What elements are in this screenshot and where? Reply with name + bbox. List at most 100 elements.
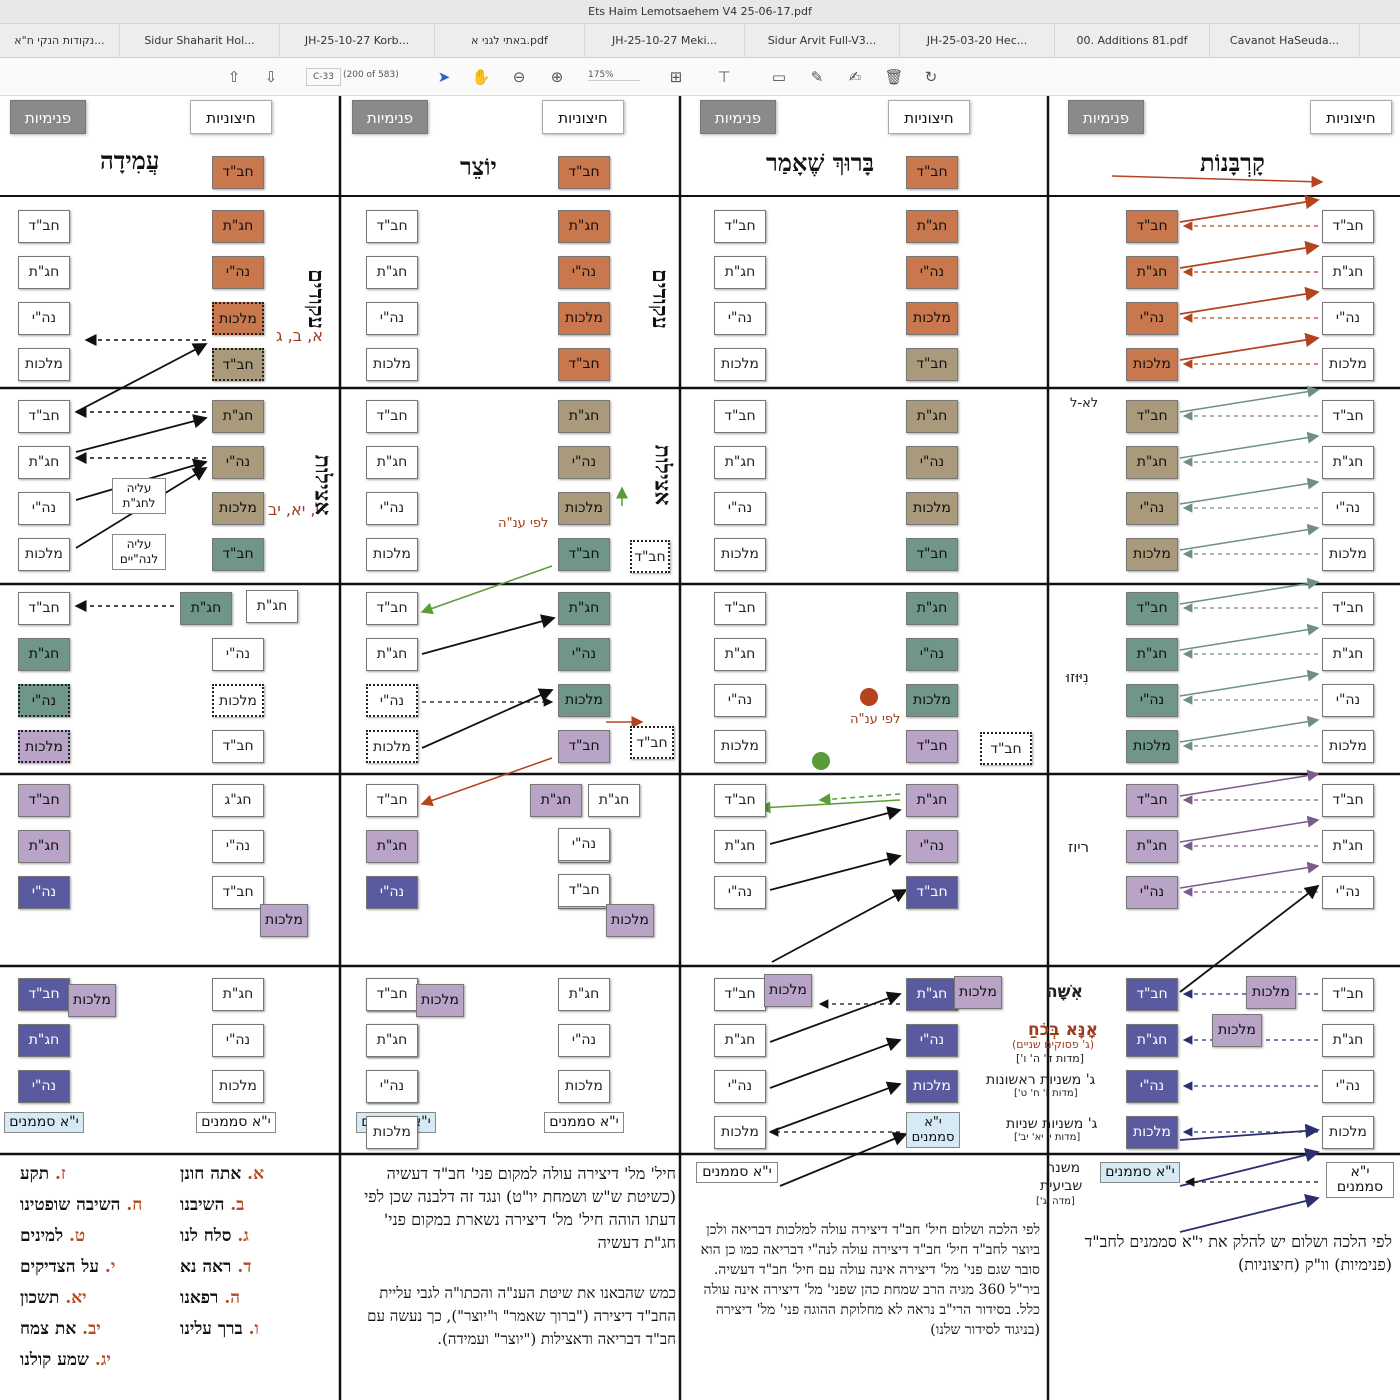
tab-2[interactable]: Sidur Shaharit Hol...	[120, 24, 280, 58]
inner-box: חג"ת	[906, 400, 958, 433]
diagram-lines	[0, 96, 1400, 1400]
inner-box: חג"ת	[906, 592, 958, 625]
inner-header: פנימיות	[352, 100, 428, 134]
comment-icon[interactable]: ▭	[771, 68, 787, 86]
tab-7[interactable]: JH-25-03-20 Hec...	[900, 24, 1055, 58]
tab-1[interactable]: נקודות הנקי ח"א...	[0, 24, 120, 58]
window-titlebar: Ets Haim Lemotsaehem V4 25-06-17.pdf	[0, 0, 1400, 24]
sefira-box: חב"ד	[1322, 978, 1374, 1011]
tab-6[interactable]: Sidur Arvit Full-V3...	[745, 24, 900, 58]
outer-box: חב"ד	[714, 592, 766, 625]
page-count: (200 of 583)	[343, 70, 399, 80]
sefira-box: חג"ת	[1322, 638, 1374, 671]
inner-header: פנימיות	[1068, 100, 1144, 134]
arrow-up-icon[interactable]: ⇧	[227, 68, 241, 86]
sefira-box: חג"ת	[1126, 446, 1178, 479]
outer-box: נה"י	[714, 684, 766, 717]
connector-arrow	[421, 614, 556, 655]
outer-box: מלכות	[366, 538, 418, 571]
page-number-field[interactable]: C-33	[306, 68, 341, 86]
amida-list-key: יג.	[94, 1350, 111, 1370]
outer-box: חג"ת	[714, 446, 766, 479]
sign-icon[interactable]: ✍	[848, 68, 862, 86]
pointer-icon[interactable]: ➤	[437, 68, 451, 86]
samanim-box: י"א סממנים	[1100, 1162, 1180, 1183]
inner-box: חג"ת	[180, 592, 232, 625]
amida-list-text: תקע	[20, 1164, 56, 1184]
trash-icon[interactable]: 🗑	[884, 68, 904, 86]
amida-list-text: השיבה שופטינו	[20, 1195, 127, 1215]
connector-arrow	[420, 565, 553, 615]
connector-arrow	[771, 889, 908, 963]
sefira-box: מלכות	[1322, 538, 1374, 571]
outer-box: חג"ת	[558, 978, 610, 1011]
inner-box: מלכות	[212, 492, 264, 525]
tab-9[interactable]: Cavanot HaSeuda...	[1210, 24, 1360, 58]
hand-icon[interactable]: ✋	[471, 68, 491, 86]
atsilut-letters: י, יא, יב	[268, 500, 320, 519]
outer-box: חב"ד	[366, 784, 418, 817]
outer-box: נה"י	[714, 302, 766, 335]
samanim-box: י"א סממנים	[544, 1112, 624, 1133]
amida-list-item: ג. סלח לנו	[180, 1226, 249, 1246]
crop-icon[interactable]: ⊞	[669, 68, 683, 86]
sefira-box: מלכות	[1322, 348, 1374, 381]
sefira-box: חג"ת	[1322, 446, 1374, 479]
outer-box: חג"ת	[714, 256, 766, 289]
outer-box: חב"ד	[18, 400, 70, 433]
world-label-ribui: ריוז	[1068, 838, 1090, 856]
malchut-tag: מלכות	[68, 984, 116, 1017]
zoom-level[interactable]: 175%	[588, 70, 640, 81]
inner-box: מלכות	[906, 684, 958, 717]
note-baruch: לפי הלכה ושלום חיל' חב"ד דיצירה עולה למל…	[700, 1222, 1040, 1338]
label-ana-sub: (ג' פסוקים שניים)	[1012, 1038, 1095, 1051]
outer-box: חג"ת	[18, 830, 70, 863]
pen-icon[interactable]: ✎	[810, 68, 824, 86]
zoom-in-icon[interactable]: ⊕	[550, 68, 564, 86]
inner-box: חג"ת	[246, 590, 298, 623]
tab-3[interactable]: JH-25-10-27 Korb...	[280, 24, 435, 58]
connector-arrow	[1111, 175, 1324, 188]
sefira-box: נה"י	[1322, 1070, 1374, 1103]
sefira-box: חג"ת	[1322, 830, 1374, 863]
outer-box: מלכות	[18, 348, 70, 381]
inner-box: חג"ג	[212, 784, 264, 817]
note-yotser-2: כמש שהבאנו את שיטת הענ"ה והכתו"ה לגבי על…	[367, 1284, 676, 1348]
outer-box: חב"ד	[558, 874, 610, 907]
zoom-out-icon[interactable]: ⊖	[512, 68, 526, 86]
header-hbd-box: חב"ד	[212, 156, 264, 189]
rotate-icon[interactable]: ↻	[924, 68, 938, 86]
inner-box: מלכות	[906, 1070, 958, 1103]
connector-arrow	[779, 1132, 908, 1187]
sefira-box: נה"י	[1126, 684, 1178, 717]
tab-5[interactable]: JH-25-10-27 Meki...	[585, 24, 745, 58]
outer-box: חג"ת	[714, 830, 766, 863]
world-label-atsilut: אצילות	[649, 444, 676, 506]
inner-box: חב"ד	[212, 538, 264, 571]
stamp-icon[interactable]: ⊤	[717, 68, 731, 86]
header-hbd-box: חב"ד	[906, 156, 958, 189]
amida-list-item: ב. השיבנו	[180, 1195, 244, 1215]
dashed-box: חב"ד	[630, 726, 674, 759]
malchut-tag: מלכות	[954, 976, 1002, 1009]
connector-arrow	[1179, 669, 1320, 697]
amida-list-text: השיבנו	[180, 1195, 231, 1215]
connector-arrow	[758, 799, 901, 814]
label-isha: אִשָּׁה	[1046, 982, 1083, 1002]
inner-box: חג"ת	[906, 210, 958, 243]
inner-box: נה"י	[906, 1024, 958, 1057]
arrow-down-icon[interactable]: ⇩	[264, 68, 278, 86]
sefira-box: חג"ת	[1126, 256, 1178, 289]
tab-4[interactable]: באתי לגני א.pdf	[435, 24, 585, 58]
label-mishna: משנה	[1046, 1160, 1081, 1176]
sefira-box: נה"י	[1126, 302, 1178, 335]
label-ana-bekoach: אָנָּא בְּכֹחַ	[1028, 1020, 1099, 1040]
pdf-toolbar: ⇧ ⇩ C-33 (200 of 583) ➤ ✋ ⊖ ⊕ 175% ⊞ ⊤ ▭…	[0, 58, 1400, 96]
inner-box: נה"י	[906, 256, 958, 289]
amida-list-key: יא.	[65, 1288, 87, 1308]
tab-8[interactable]: 00. Additions 81.pdf	[1055, 24, 1210, 58]
connector-arrow	[75, 414, 208, 453]
label-lefi-ana: לפי ענ"ה	[850, 712, 901, 727]
outer-box: נה"י	[18, 684, 70, 717]
connector-arrow	[769, 1081, 902, 1133]
